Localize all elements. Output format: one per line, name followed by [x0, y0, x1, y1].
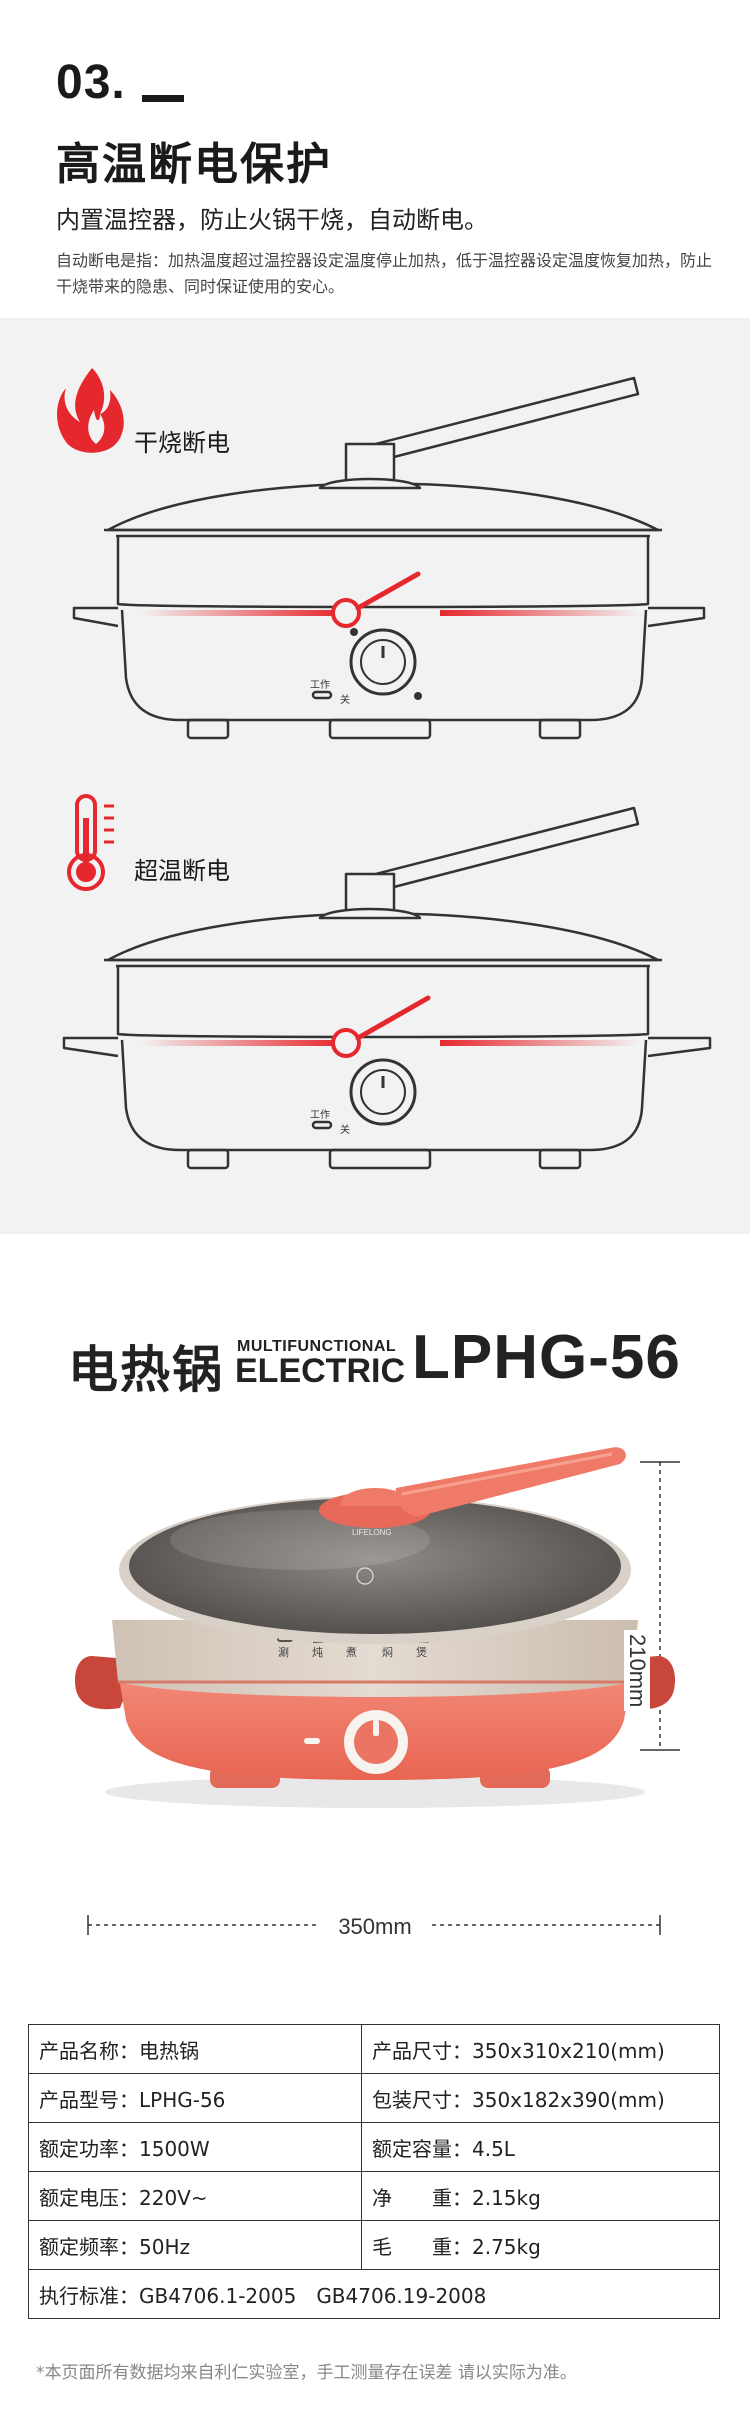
pot-illustration-overheat — [62, 806, 712, 1170]
footnote: *本页面所有数据均来自利仁实验室，手工测量存在误差 请以实际为准。 — [36, 2363, 577, 2383]
mode-label: 煮 — [346, 1646, 357, 1659]
dry-burn-label: 干烧断电 — [134, 429, 230, 457]
spec-cell: 产品尺寸：350x310x210(mm) — [361, 2024, 720, 2074]
pot-line-illustrations: 工作 关 — [57, 368, 712, 1170]
thermostat-switch-dry-burn — [140, 571, 640, 628]
spec-cell: 额定电压：220V~ — [28, 2171, 362, 2221]
section-number: 03. — [56, 56, 126, 109]
spec-cell: 毛 重：2.75kg — [361, 2220, 720, 2270]
table-row: 产品名称：电热锅 产品尺寸：350x310x210(mm) — [28, 2024, 720, 2074]
product-tagline-electric: ELECTRIC — [235, 1352, 405, 1390]
illustration-band: 工作 关 — [0, 318, 750, 1234]
spec-cell: 产品型号：LPHG-56 — [28, 2073, 362, 2123]
lid-brand-text: LIFELONG — [352, 1528, 392, 1537]
mode-label: 焖 — [382, 1645, 393, 1659]
spec-cell: 额定容量：4.5L — [361, 2122, 720, 2172]
pot-illustration-dry-burn — [72, 376, 706, 740]
mode-label: 炖 — [312, 1646, 323, 1659]
glass-lid — [129, 1498, 621, 1634]
spec-cell: 额定频率：50Hz — [28, 2220, 362, 2270]
power-indicator — [304, 1738, 320, 1744]
height-dimension: 210mm — [624, 1630, 650, 1712]
temperature-knob — [344, 1710, 408, 1774]
switch-label-off-2: 关 — [340, 1123, 350, 1136]
switch-label-on-2: 工作 — [310, 1109, 330, 1121]
section-title: 高温断电保护 — [56, 139, 332, 190]
lid-handle — [395, 1447, 626, 1517]
spec-standard: 执行标准：GB4706.1-2005 GB4706.19-2008 — [28, 2269, 720, 2319]
thermostat-switch-overheat — [140, 995, 640, 1058]
table-row: 产品型号：LPHG-56 包装尺寸：350x182x390(mm) — [28, 2073, 720, 2123]
table-row: 额定频率：50Hz 毛 重：2.75kg — [28, 2220, 720, 2270]
product-name-cn: 电热锅 — [68, 1341, 224, 1399]
mode-label: 煲 — [416, 1646, 427, 1659]
table-row: 额定电压：220V~ 净 重：2.15kg — [28, 2171, 720, 2221]
section-subtitle: 内置温控器，防止火锅干烧，自动断电。 — [56, 206, 488, 234]
overheat-label: 超温断电 — [134, 857, 230, 885]
specs-table: 产品名称：电热锅 产品尺寸：350x310x210(mm) 产品型号：LPHG-… — [28, 2024, 720, 2319]
table-row: 执行标准：GB4706.1-2005 GB4706.19-2008 — [28, 2269, 720, 2319]
table-row: 额定功率：1500W 额定容量：4.5L — [28, 2122, 720, 2172]
product-tagline-multifunctional: MULTIFUNCTIONAL — [237, 1338, 397, 1355]
switch-label-off: 关 — [340, 693, 350, 706]
spec-cell: 额定功率：1500W — [28, 2122, 362, 2172]
flame-icon — [57, 368, 124, 453]
steam-vent-icon — [356, 1567, 374, 1585]
section-number-underline — [142, 95, 184, 102]
pot-stone-liner — [112, 1620, 638, 1697]
spec-cell: 包装尺寸：350x182x390(mm) — [361, 2073, 720, 2123]
spec-cell: 产品名称：电热锅 — [28, 2024, 362, 2074]
section-description: 自动断电是指：加热温度超过温控器设定温度停止加热，低于温控器设定温度恢复加热，防… — [56, 251, 713, 296]
switch-label-on: 工作 — [310, 679, 330, 691]
product-photo: 涮 炖 煮 焖 煲 LIFELONG — [74, 1447, 680, 1935]
width-dimension: 350mm — [320, 1914, 430, 1940]
mode-label: 涮 — [278, 1646, 289, 1659]
thermometer-icon — [67, 794, 114, 891]
spec-cell: 净 重：2.15kg — [361, 2171, 720, 2221]
product-model: LPHG-56 — [412, 1323, 681, 1392]
